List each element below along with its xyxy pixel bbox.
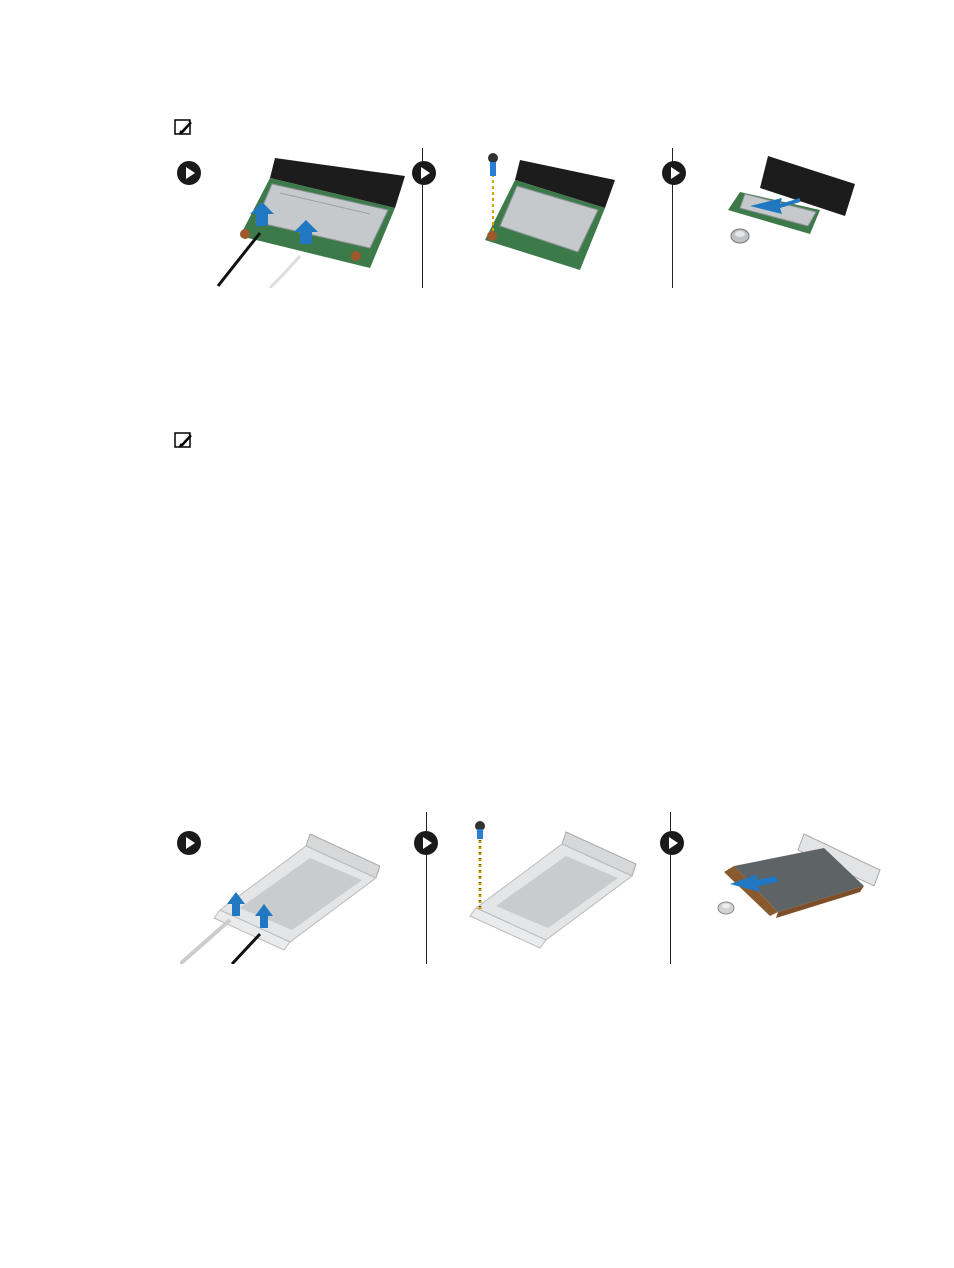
step2-illustration: [466, 818, 646, 958]
step3-illustration: [720, 148, 906, 258]
play-step-icon: [661, 160, 687, 186]
play-step-icon: [176, 160, 202, 186]
pencil-note-icon: [174, 118, 194, 136]
step1-illustration: [210, 148, 410, 288]
play-step-icon: [413, 830, 439, 856]
figure-wlan-ngff: [170, 812, 906, 964]
step2-illustration: [470, 148, 620, 288]
pencil-note-icon: [174, 431, 194, 449]
play-step-icon: [411, 160, 437, 186]
step3-illustration: [714, 830, 884, 926]
step1-illustration: [180, 830, 380, 964]
figure-wlan-half-size: [170, 148, 906, 288]
play-step-icon: [659, 830, 685, 856]
